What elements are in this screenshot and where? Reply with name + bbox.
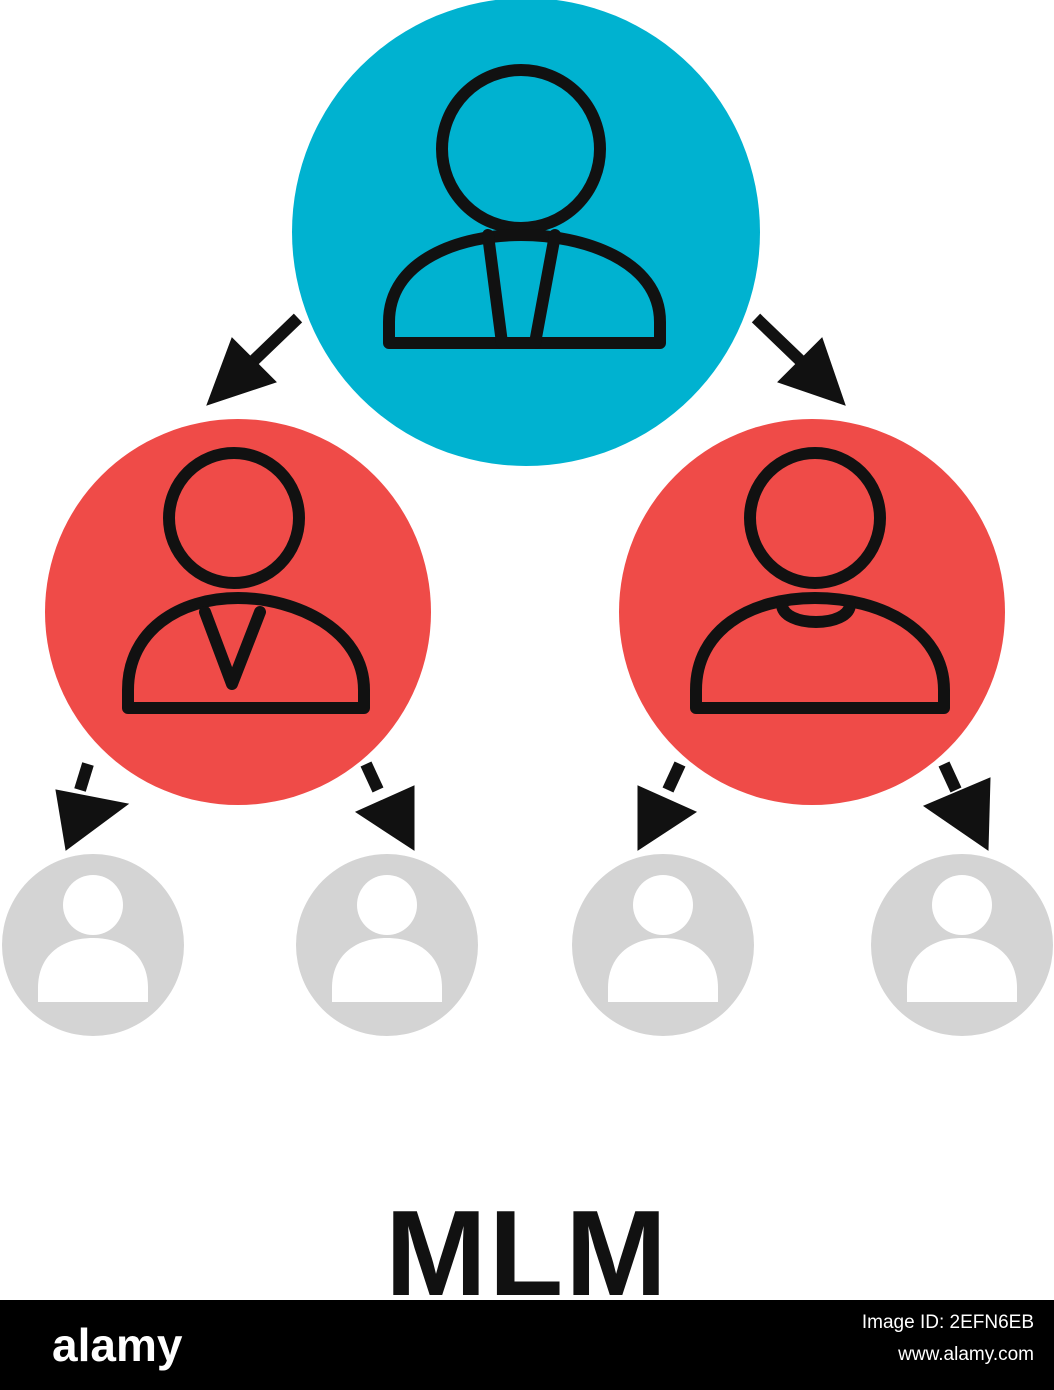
- node-bottom-2: [296, 854, 478, 1036]
- person-crewneck-icon: [690, 447, 950, 714]
- node-mid-right: [619, 419, 1005, 805]
- footer-url-link[interactable]: www.alamy.com: [898, 1344, 1034, 1365]
- arrow-top-to-mid-right: [751, 313, 846, 406]
- person-suit-tie-icon: [383, 64, 666, 349]
- mlm-hierarchy-diagram: [2, 0, 1053, 1036]
- alamy-logo: alamy: [52, 1319, 183, 1371]
- arrows: [55, 313, 991, 851]
- arrow-mid-left-to-bottom-1: [55, 762, 130, 851]
- diagram-title: MLM: [385, 1185, 669, 1321]
- watermark-footer: alamy Image ID: 2EFN6EB www.alamy.com: [0, 1300, 1054, 1390]
- person-silhouette-icon: [907, 875, 1017, 1002]
- arrow-mid-left-to-bottom-2: [354, 761, 415, 851]
- node-top: [292, 0, 760, 466]
- person-silhouette-icon: [332, 875, 442, 1002]
- image-id-label: Image ID: 2EFN6EB: [861, 1312, 1034, 1333]
- person-vneck-icon: [122, 447, 370, 714]
- node-mid-left: [45, 419, 431, 805]
- person-silhouette-icon: [608, 875, 718, 1002]
- arrow-mid-right-to-bottom-4: [922, 761, 991, 851]
- node-bottom-4: [871, 854, 1053, 1036]
- arrow-top-to-mid-left: [206, 313, 303, 406]
- person-silhouette-icon: [38, 875, 148, 1002]
- node-bottom-1: [2, 854, 184, 1036]
- arrow-mid-right-to-bottom-3: [637, 761, 698, 851]
- node-bottom-3: [572, 854, 754, 1036]
